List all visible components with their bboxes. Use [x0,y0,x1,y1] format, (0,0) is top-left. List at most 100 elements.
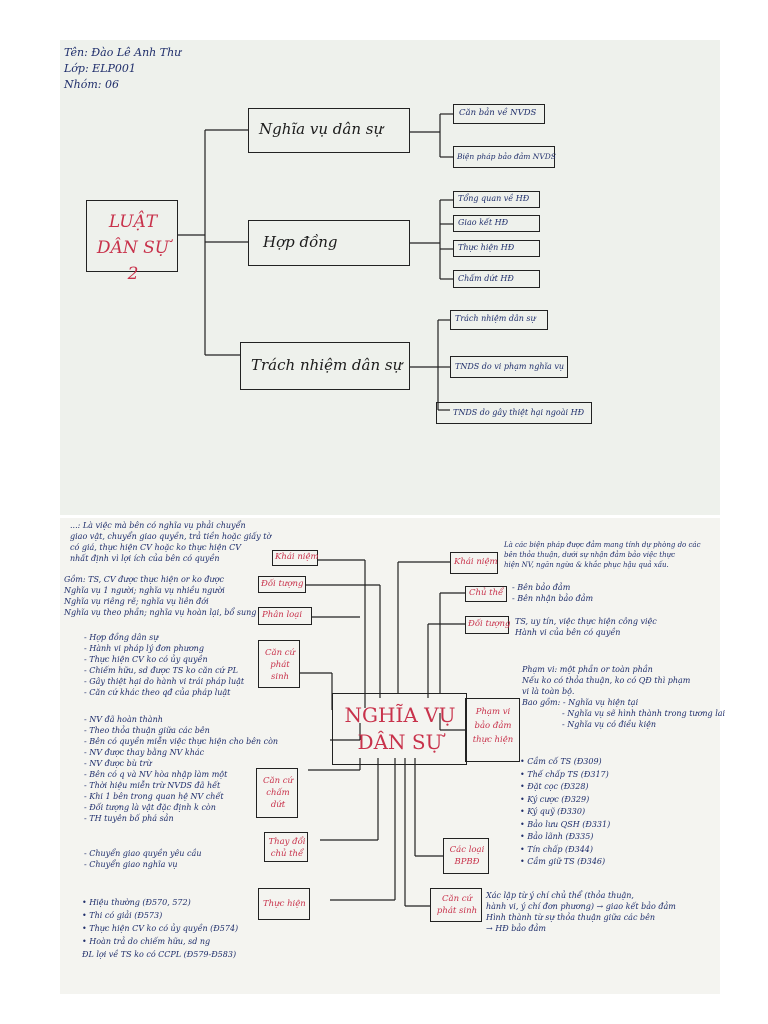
note-line: - Nghĩa vụ có điều kiện [562,720,657,729]
left-node-doi-tuong: Đối tượng [258,576,306,593]
note-line: - Thực hiện CV ko có ủy quyền [84,655,208,664]
leaf-can-ban-nvds: Căn bản về NVDS [453,104,545,124]
center-label: NGHĨA VỤ DÂN SỰ [344,703,456,754]
note-line: - NV được thay bằng NV khác [84,748,205,757]
node-label: Các loại BPBĐ [449,845,485,867]
root-node: LUẬT DÂN SỰ 2 [86,200,178,284]
leaf-cham-dut-hd: Chấm dứt HĐ [453,270,540,288]
node-label: Phạm vi bảo đảm thực hiện [472,707,514,745]
note-line: - Bên có q và NV hòa nhập làm một [84,770,228,779]
mindmap-sheet-nghia-vu-dan-su: NGHĨA VỤ DÂN SỰ Khái niệm Đối tượng Phân… [60,518,725,994]
note-line: - Gây thiệt hại do hành vi trái pháp luậ… [84,677,245,686]
note-khai-niem-right: Là các biện pháp được đảm mang tính dự p… [504,540,701,570]
note-line: - Căn cứ khác theo qđ của pháp luật [84,688,231,697]
header-name: Tên: Đào Lê Anh Thư [64,46,182,59]
note-line: - Thời hiệu miễn trừ NVDS đã hết [84,781,221,790]
branch-label: Trách nhiệm dân sự [251,356,403,374]
leaf-label: Biện pháp bảo đảm NVDS [457,152,556,161]
note-line: → HĐ bảo đảm [486,924,546,933]
note-line: • Bảo lãnh (Đ335) [520,832,594,841]
note-can-cu-phat-sinh-left: - Hợp đồng dân sự - Hành vi pháp lý đơn … [84,632,244,698]
note-can-cu-right: Xác lập từ ý chí chủ thể (thỏa thuận, hà… [486,890,676,934]
note-can-cu-cham-dut-left: - NV đã hoàn thành - Theo thỏa thuận giữ… [84,714,278,824]
leaf-label: TNDS do vi phạm nghĩa vụ [455,362,565,371]
note-line: - Theo thỏa thuận giữa các bên [84,726,210,735]
note-line: - Đối tượng là vật đặc định k còn [84,803,216,812]
note-chu-the-right: - Bên bảo đảm - Bên nhận bảo đảm [512,582,593,604]
leaf-label: Chấm dứt HĐ [458,274,514,283]
note-khai-niem-left: ...: Là việc mà bên có nghĩa vụ phải chu… [70,520,271,564]
note-line: bên thỏa thuận, dưới sự nhận đảm bảo việ… [504,551,676,559]
leaf-label: Thực hiện HĐ [458,243,515,252]
node-label: Thực hiện [263,899,306,909]
note-thay-doi-chu-the-left: - Chuyển giao quyền yêu cầu - Chuyển gia… [84,848,202,870]
left-node-thuc-hien: Thực hiện [258,888,310,920]
leaf-label: Căn bản về NVDS [459,108,537,118]
left-node-can-cu-phat-sinh: Căn cứ phát sinh [258,640,300,688]
note-line: - Bên nhận bảo đảm [512,594,594,603]
note-line: Xác lập từ ý chí chủ thể (thỏa thuận, [486,891,634,900]
note-line: Hành vi của bên có quyền [515,628,621,637]
node-label: Khái niệm [275,552,319,562]
branch-hop-dong: Hợp đồng [248,220,410,266]
note-line: hành vi, ý chí đơn phương) → giao kết bả… [486,902,676,911]
note-line: - Hành vi pháp lý đơn phương [84,644,204,653]
leaf-label: Giao kết HĐ [458,218,509,227]
branch-trach-nhiem-dan-su: Trách nhiệm dân sự [240,342,410,390]
right-node-cac-loai-bpbd: Các loại BPBĐ [443,838,489,874]
note-doi-tuong-right: TS, uy tín, việc thực hiện công việc Hàn… [515,616,657,638]
note-doi-tuong-left: Gồm: TS, CV được thực hiện or ko được Ng… [64,574,256,618]
note-line: - TH tuyên bố phá sản [84,814,174,823]
note-line: Nghĩa vụ riêng rẽ; nghĩa vụ liên đới [64,597,209,606]
note-line: • Thực hiện CV ko có ủy quyền (Đ574) [82,924,239,933]
left-node-can-cu-cham-dut: Căn cứ chấm dứt [256,768,298,818]
note-line: • Tín chấp (Đ344) [520,844,594,854]
note-line: • Hoàn trả do chiếm hữu, sd ng [82,937,211,946]
note-line: - Khi 1 bên trong quan hệ NV chết [84,792,224,801]
node-label: Phân loại [262,610,303,620]
note-line: giao vật, chuyển giao quyền, trả tiền ho… [70,532,272,541]
node-label: Thay đổi chủ thể [268,837,306,859]
leaf-label: Tổng quan về HĐ [458,194,530,203]
note-line: Gồm: TS, CV được thực hiện or ko được [64,575,224,584]
right-node-can-cu-phat-sinh: Căn cứ phát sinh [430,888,482,922]
note-line: • Đặt cọc (Đ328) [520,782,589,791]
node-label: Căn cứ phát sinh [436,894,478,916]
node-label: Chủ thể [469,588,504,598]
branch-nghia-vu-dan-su: Nghĩa vụ dân sự [248,108,410,153]
leaf-label: TNDS do gây thiệt hại ngoài HĐ [453,408,585,417]
header-class: Lớp: ELP001 [64,62,136,75]
node-label: Khái niệm [454,557,498,567]
leaf-tnds-gay-thiet-hai: TNDS do gây thiệt hại ngoài HĐ [436,402,592,424]
branch-label: Nghĩa vụ dân sự [259,120,384,138]
leaf-giao-ket-hd: Giao kết HĐ [453,215,540,232]
branch-label: Hợp đồng [263,233,338,251]
node-label: Đối tượng [261,579,304,589]
note-line: TS, uy tín, việc thực hiện công việc [515,617,657,626]
note-line: • Bảo lưu QSH (Đ331) [520,819,611,829]
note-line: Là các biện pháp được đảm mang tính dự p… [504,541,701,549]
leaf-trach-nhiem-dan-su: Trách nhiệm dân sự [450,310,548,330]
note-line: • Hiệu thường (Đ570, 572) [82,898,191,907]
right-node-doi-tuong: Đối tượng [465,616,511,634]
note-line: - Chuyển giao quyền yêu cầu [84,849,202,858]
note-line: • Ký cược (Đ329) [520,794,590,804]
note-pham-vi-right: Phạm vi: một phần or toàn phần Nếu ko có… [522,664,725,730]
leaf-thuc-hien-hd: Thực hiện HĐ [453,240,540,257]
header-group: Nhóm: 06 [64,78,119,91]
note-line: Nghĩa vụ 1 người; nghĩa vụ nhiều người [64,586,225,595]
node-label: Căn cứ phát sinh [265,648,295,682]
note-line: • Thi có giải (Đ573) [82,911,163,920]
right-node-khai-niem: Khái niệm [450,552,498,574]
node-label: Đối tượng [468,619,511,629]
note-line: - NV được bù trừ [84,759,152,768]
note-line: ...: Là việc mà bên có nghĩa vụ phải chu… [70,521,246,530]
note-line: • Ký quỹ (Đ330) [520,807,586,816]
note-line: Nếu ko có thỏa thuận, ko có QĐ thì phạm [522,676,691,685]
leaf-tnds-vi-pham: TNDS do vi phạm nghĩa vụ [450,356,568,378]
center-node: NGHĨA VỤ DÂN SỰ [332,693,467,765]
note-line: có giá, thực hiện CV hoặc ko thực hiện C… [70,543,242,552]
note-line: • Cầm cố TS (Đ309) [520,757,602,766]
note-line: • Cầm giữ TS (Đ346) [520,857,606,866]
note-line: - Nghĩa vụ sẽ hình thành trong tương lai [562,709,726,718]
